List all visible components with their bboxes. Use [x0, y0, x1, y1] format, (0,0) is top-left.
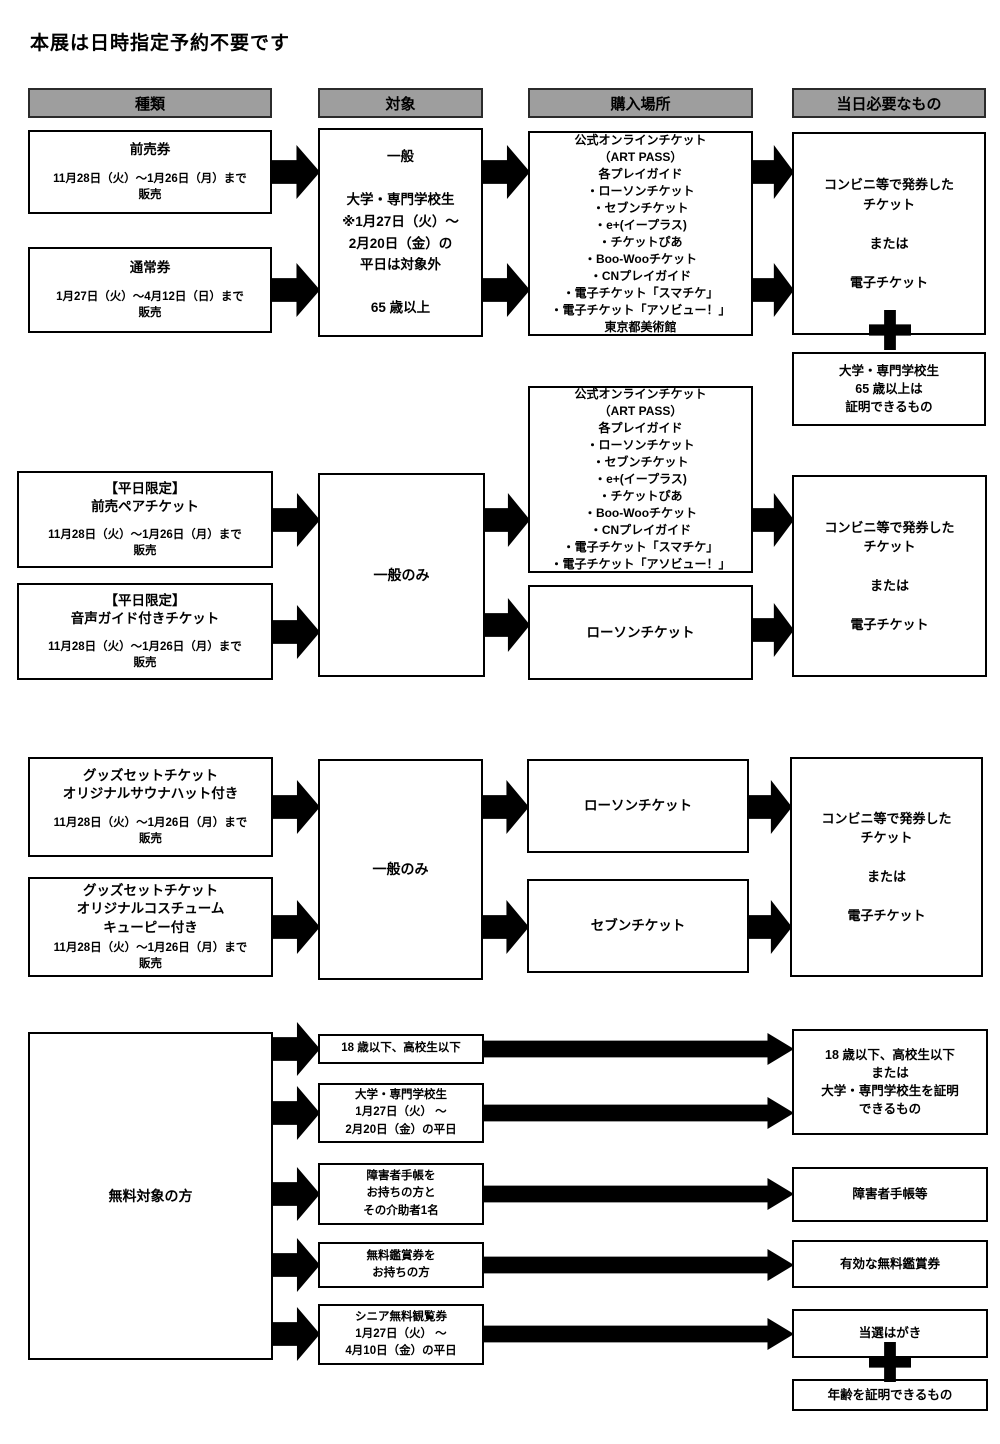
flow-arrow [484, 598, 530, 652]
weekday-pair-ticket-box: 【平日限定】 前売ペアチケット 11月28日（火）～1月26日（月）まで 販売 [17, 471, 273, 568]
goods-set-saunahat-title: グッズセットチケット オリジナルサウナハット付き [62, 768, 239, 802]
flow-arrow [752, 145, 794, 199]
flow-arrow [748, 780, 792, 834]
flow-arrow [752, 603, 794, 657]
flow-arrow [271, 145, 320, 199]
advance-ticket-title: 前売券 [129, 142, 171, 158]
flow-arrow [482, 145, 530, 199]
goods-set-kewpie-box: グッズセットチケット オリジナルコスチューム キューピー付き 11月28日（火）… [28, 877, 273, 977]
flow-arrow-long [482, 1178, 794, 1210]
flow-arrow [272, 1238, 320, 1292]
column-header-kind: 種類 [28, 88, 272, 118]
age-student-proof-box: 18 歳以下、高校生以下 または 大学・専門学校生を証明 できるもの [792, 1029, 988, 1135]
flow-arrow [272, 605, 320, 659]
advance-ticket-box: 前売券 11月28日（火）～1月26日（月）まで 販売 [28, 130, 272, 214]
purchase-locations-box: 公式オンラインチケット （ART PASS） 各プレイガイド ・ローソンチケット… [528, 131, 753, 336]
flow-arrow [484, 493, 530, 547]
weekday-pair-ticket-dates: 11月28日（火）～1月26日（月）まで 販売 [48, 529, 242, 558]
flow-arrow [752, 263, 794, 317]
pair-purchase-locations-box: 公式オンラインチケット （ART PASS） 各プレイガイド ・ローソンチケット… [528, 386, 753, 573]
flow-arrow [482, 263, 530, 317]
column-header-target: 対象 [318, 88, 483, 118]
target-general-only-box: 一般のみ [318, 473, 485, 677]
flow-arrow [272, 493, 320, 547]
audio-guide-ticket-dates: 11月28日（火）～1月26日（月）まで 販売 [48, 641, 242, 670]
student-senior-proof-box: 大学・専門学校生 65 歳以上は 証明できるもの [792, 352, 986, 426]
seven-ticket-box: セブンチケット [527, 879, 749, 973]
flow-arrow-long [482, 1097, 794, 1129]
flow-arrow-long [482, 1033, 794, 1065]
disability-holder-box: 障害者手帳を お持ちの方と その介助者1名 [318, 1163, 484, 1225]
senior-free-ticket-box: シニア無料観覧券 1月27日（火） ～ 4月10日（金）の平日 [318, 1304, 484, 1365]
needed-items-box: コンビニ等で発券した チケット または 電子チケット [792, 132, 986, 335]
flow-arrow [272, 780, 320, 834]
regular-ticket-title: 通常券 [129, 260, 171, 276]
flow-arrow [272, 900, 320, 954]
target-general-only-box: 一般のみ [318, 759, 483, 980]
needed-items-box: コンビニ等で発券した チケット または 電子チケット [790, 757, 983, 977]
target-general-box: 一般 大学・専門学校生 ※1月27日（火）～ 2月20日（金）の 平日は対象外 … [318, 128, 483, 337]
weekday-pair-ticket-title: 【平日限定】 前売ペアチケット [91, 480, 199, 514]
disability-certificate-box: 障害者手帳等 [792, 1167, 988, 1222]
flow-arrow [272, 1167, 320, 1221]
audio-guide-ticket-box: 【平日限定】 音声ガイド付きチケット 11月28日（火）～1月26日（月）まで … [17, 583, 273, 680]
regular-ticket-dates: 1月27日（火）～4月12日（日）まで 販売 [56, 290, 244, 319]
regular-ticket-box: 通常券 1月27日（火）～4月12日（日）まで 販売 [28, 247, 272, 333]
lawson-ticket-box: ローソンチケット [528, 585, 753, 680]
free-ticket-holder-box: 無料鑑賞券を お持ちの方 [318, 1242, 484, 1288]
flow-arrow-long [482, 1249, 794, 1281]
advance-ticket-dates: 11月28日（火）～1月26日（月）まで 販売 [53, 172, 247, 201]
flow-arrow-long [482, 1318, 794, 1350]
college-weekday-box: 大学・専門学校生 1月27日（火） ～ 2月20日（金）の平日 [318, 1083, 484, 1143]
flow-arrow [482, 780, 529, 834]
goods-set-saunahat-box: グッズセットチケット オリジナルサウナハット付き 11月28日（火）～1月26日… [28, 757, 273, 857]
flow-arrow [748, 900, 792, 954]
valid-free-ticket-box: 有効な無料鑑賞券 [792, 1240, 988, 1288]
flow-arrow [752, 493, 794, 547]
audio-guide-ticket-title: 【平日限定】 音声ガイド付きチケット [70, 592, 220, 626]
column-header-need: 当日必要なもの [792, 88, 986, 118]
column-header-purchase: 購入場所 [528, 88, 753, 118]
goods-set-saunahat-dates: 11月28日（火）～1月26日（月）まで 販売 [53, 816, 248, 845]
goods-set-kewpie-dates: 11月28日（火）～1月26日（月）まで 販売 [53, 941, 248, 970]
age-proof-box: 年齢を証明できるもの [792, 1379, 988, 1411]
goods-set-kewpie-title: グッズセットチケット オリジナルコスチューム キューピー付き [76, 883, 225, 935]
winning-postcard-box: 当選はがき [792, 1309, 988, 1358]
under18-box: 18 歳以下、高校生以下 [318, 1034, 484, 1064]
flow-arrow [272, 1307, 320, 1361]
flow-arrow [272, 1086, 320, 1140]
lawson-ticket-box: ローソンチケット [527, 759, 749, 853]
page-title: 本展は日時指定予約不要です [30, 33, 291, 54]
flow-arrow [271, 263, 320, 317]
free-admission-box: 無料対象の方 [28, 1032, 273, 1360]
flow-arrow [482, 900, 529, 954]
needed-items-box: コンビニ等で発券した チケット または 電子チケット [792, 475, 987, 677]
flow-arrow [272, 1022, 320, 1076]
